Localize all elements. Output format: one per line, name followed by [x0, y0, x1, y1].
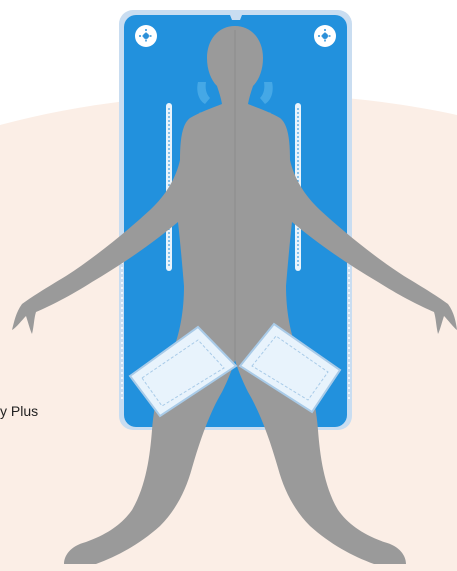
- knob-icon-right: [314, 25, 336, 47]
- knob-icon-left: [135, 25, 157, 47]
- caption-text: y Plus: [0, 403, 38, 419]
